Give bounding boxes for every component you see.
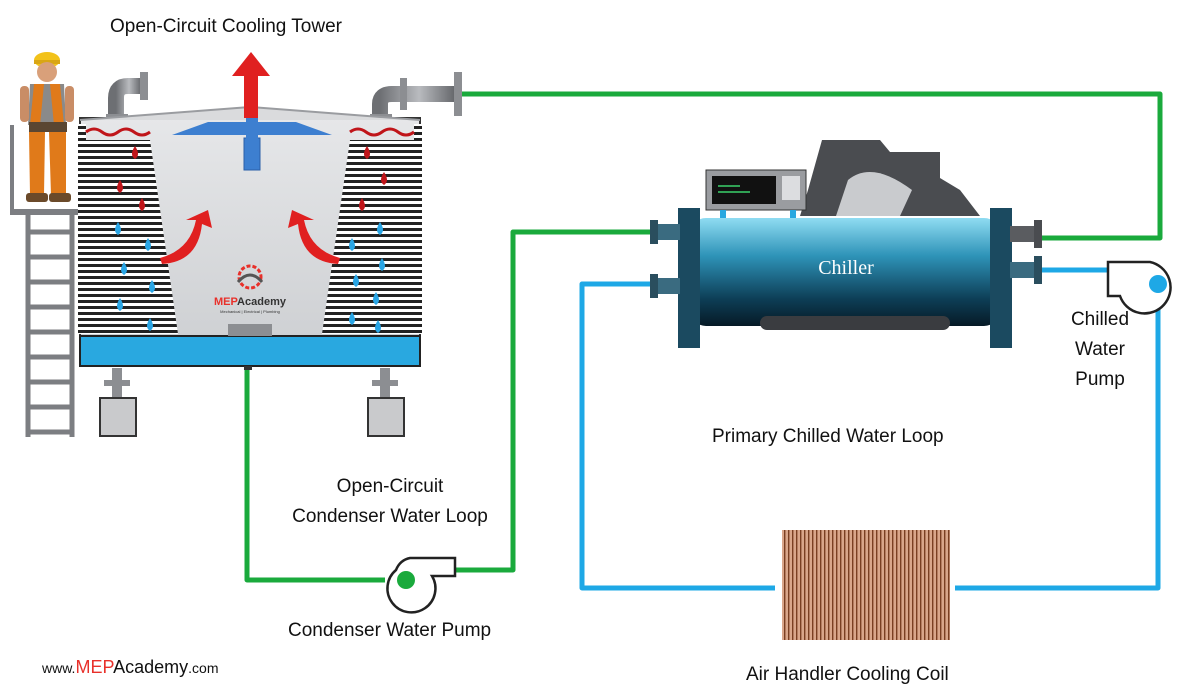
tower-outlet-pipe [370, 72, 462, 122]
fill-media-right [322, 140, 414, 334]
gear-logo-icon [236, 264, 264, 290]
primary-loop-label: Primary Chilled Water Loop [712, 426, 944, 447]
chw-pump-label-line1: Chilled [1070, 309, 1130, 330]
condenser-water-loop [244, 91, 1163, 583]
chw-pump-label-line2: Water [1075, 339, 1125, 360]
condenser-pump-label: Condenser Water Pump [288, 620, 492, 641]
chilled-water-return-pipe [579, 281, 775, 591]
logo-name: MEPAcademy [214, 296, 287, 308]
fan-exhaust-arrow-icon [232, 52, 270, 118]
hot-water-drops [117, 146, 387, 211]
cool-water-drops [115, 222, 385, 333]
ladder-icon [10, 125, 82, 437]
cooling-tower: MEPAcademy Mechanical | Electrical | Plu… [78, 52, 462, 437]
fan-shaft [243, 137, 261, 171]
footer-prefix: www. [42, 660, 76, 676]
ahu-coil-label: Air Handler Cooling Coil [746, 664, 949, 685]
tower-supports [99, 368, 405, 437]
chiller-end-plate-left [678, 208, 700, 348]
airflow-arrow-right-icon [288, 210, 340, 264]
hot-water-distribution-left [85, 127, 151, 137]
chw-pump-label-line3: Pump [1075, 369, 1125, 390]
chiller-icon: Chiller [650, 140, 1042, 348]
cooling-coil-icon [773, 530, 959, 640]
footer-brand-mep: MEP [75, 657, 114, 677]
worker-icon [20, 52, 74, 202]
condenser-supply-pipe [462, 91, 1163, 241]
airflow-arrow-left-icon [160, 210, 212, 264]
chiller-name: Chiller [818, 257, 874, 279]
condenser-loop-label: Open-Circuit Condenser Water Loop [275, 472, 505, 532]
chilled-water-pump-discharge-pipe [955, 284, 1161, 591]
hot-water-distribution-right [349, 127, 415, 137]
condenser-water-pump-icon[interactable] [386, 556, 457, 614]
water-basin [79, 335, 421, 367]
condenser-loop-label-line2: Condenser Water Loop [292, 506, 488, 527]
tower-title: Open-Circuit Cooling Tower [110, 16, 342, 37]
footer-brand-academy: Academy [113, 657, 189, 677]
logo-tagline: Mechanical | Electrical | Plumbing [220, 309, 280, 314]
condenser-return-pipe [244, 368, 385, 583]
condenser-loop-label-line1: Open-Circuit [336, 476, 444, 497]
condenser-pump-discharge-pipe [455, 229, 660, 573]
footer-website-link[interactable]: www.MEPAcademy.com [42, 657, 219, 678]
chilled-water-pump-label: Chilled Water Pump [1060, 305, 1140, 395]
chiller-end-plate-right [990, 208, 1012, 348]
chilled-water-pump-icon[interactable] [1106, 260, 1172, 315]
footer-suffix: .com [188, 660, 219, 676]
fill-media-left [86, 140, 178, 334]
chiller-barrel [690, 218, 1000, 326]
